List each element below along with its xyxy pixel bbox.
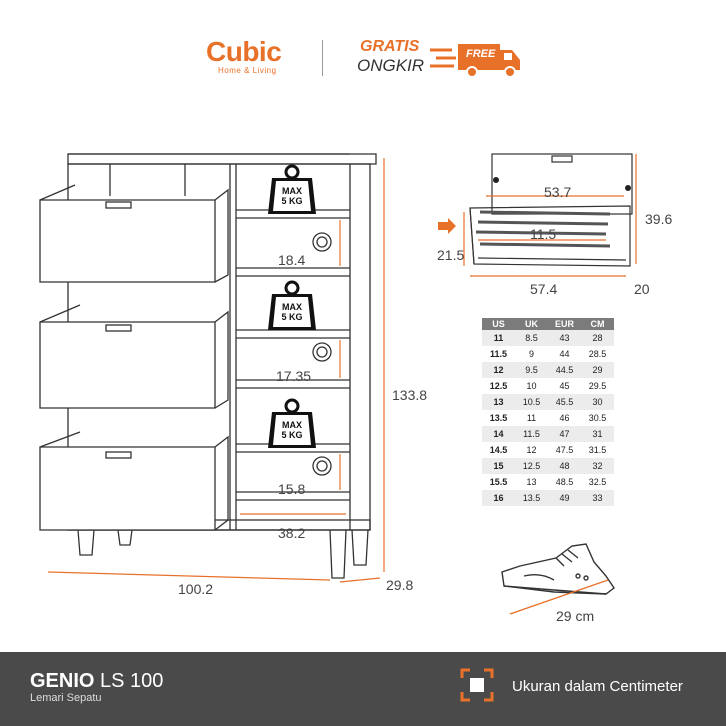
cabinet-depth: 29.8: [386, 577, 414, 593]
table-cell: 48: [548, 458, 581, 474]
table-cell: 9.5: [515, 362, 548, 378]
table-cell: 15.5: [482, 474, 515, 490]
table-cell: 12: [482, 362, 515, 378]
header-uk: UK: [515, 318, 548, 330]
table-cell: 30: [581, 394, 614, 410]
product-subtitle: Lemari Sepatu: [30, 692, 102, 704]
table-cell: 10: [515, 378, 548, 394]
brand-tagline: Home & Living: [218, 66, 277, 75]
table-cell: 9: [515, 346, 548, 362]
table-cell: 29: [581, 362, 614, 378]
arrow-right-icon: [438, 218, 456, 234]
table-cell: 11: [515, 410, 548, 426]
shoe-length: 29 cm: [556, 608, 595, 624]
header-us: US: [482, 318, 515, 330]
delivery-truck-icon: [430, 44, 520, 78]
table-cell: 8.5: [515, 330, 548, 346]
table-cell: 13.5: [515, 490, 548, 506]
table-cell: 28: [581, 330, 614, 346]
table-cell: 44: [548, 346, 581, 362]
header-divider: [322, 40, 323, 76]
table-cell: 32.5: [581, 474, 614, 490]
table-cell: 11.5: [482, 346, 515, 362]
table-cell: 14.5: [482, 442, 515, 458]
table-cell: 14: [482, 426, 515, 442]
table-cell: 10.5: [515, 394, 548, 410]
drawer-outer-width: 57.4: [530, 281, 558, 297]
table-cell: 15: [482, 458, 515, 474]
footer-bar: [0, 652, 726, 726]
table-cell: 11.5: [515, 426, 548, 442]
table-cell: 13: [515, 474, 548, 490]
table-cell: 43: [548, 330, 581, 346]
cabinet-width: 100.2: [178, 581, 214, 597]
table-cell: 31: [581, 426, 614, 442]
table-cell: 12.5: [482, 378, 515, 394]
table-cell: 44.5: [548, 362, 581, 378]
drawer-height: 39.6: [645, 211, 673, 227]
table-cell: 46: [548, 410, 581, 426]
drawer-inner-width: 53.7: [544, 184, 572, 200]
shoe-cabinet-drawing: [39, 153, 385, 583]
shelf-height-1: 18.4: [278, 252, 306, 268]
table-cell: 45: [548, 378, 581, 394]
table-cell: 49: [548, 490, 581, 506]
cabinet-height: 133.8: [392, 387, 428, 403]
table-cell: 31.5: [581, 442, 614, 458]
table-cell: 12.5: [515, 458, 548, 474]
sneaker-icon: [501, 543, 615, 615]
shelf-height-3: 15.8: [278, 481, 306, 497]
drawer-detail-drawing: [438, 153, 637, 277]
brand-logo: Cubic: [206, 36, 282, 67]
table-cell: 12: [515, 442, 548, 458]
table-cell: 47: [548, 426, 581, 442]
drawer-rail-gap: 11.5: [530, 226, 557, 242]
table-cell: 47.5: [548, 442, 581, 458]
promo-ongkir: ONGKIR: [357, 56, 425, 75]
table-cell: 13.5: [482, 410, 515, 426]
unit-note: Ukuran dalam Centimeter: [512, 678, 683, 695]
table-cell: 28.5: [581, 346, 614, 362]
shelf-height-2: 17.35: [276, 368, 312, 384]
drawer-left-height: 21.5: [437, 247, 465, 263]
table-cell: 16: [482, 490, 515, 506]
table-cell: 32: [581, 458, 614, 474]
table-cell: 29.5: [581, 378, 614, 394]
header-eur: EUR: [548, 318, 581, 330]
header-cm: CM: [581, 318, 614, 330]
table-cell: 11: [482, 330, 515, 346]
promo-gratis: GRATIS: [360, 38, 420, 55]
table-cell: 30.5: [581, 410, 614, 426]
drawer-depth: 20: [634, 281, 650, 297]
table-cell: 13: [482, 394, 515, 410]
table-cell: 33: [581, 490, 614, 506]
product-name: GENIO LS 100: [30, 670, 164, 692]
free-badge: FREE: [466, 48, 496, 60]
measure-frame-icon: [460, 668, 494, 702]
table-cell: 48.5: [548, 474, 581, 490]
shelf-width: 38.2: [278, 525, 306, 541]
table-cell: 45.5: [548, 394, 581, 410]
